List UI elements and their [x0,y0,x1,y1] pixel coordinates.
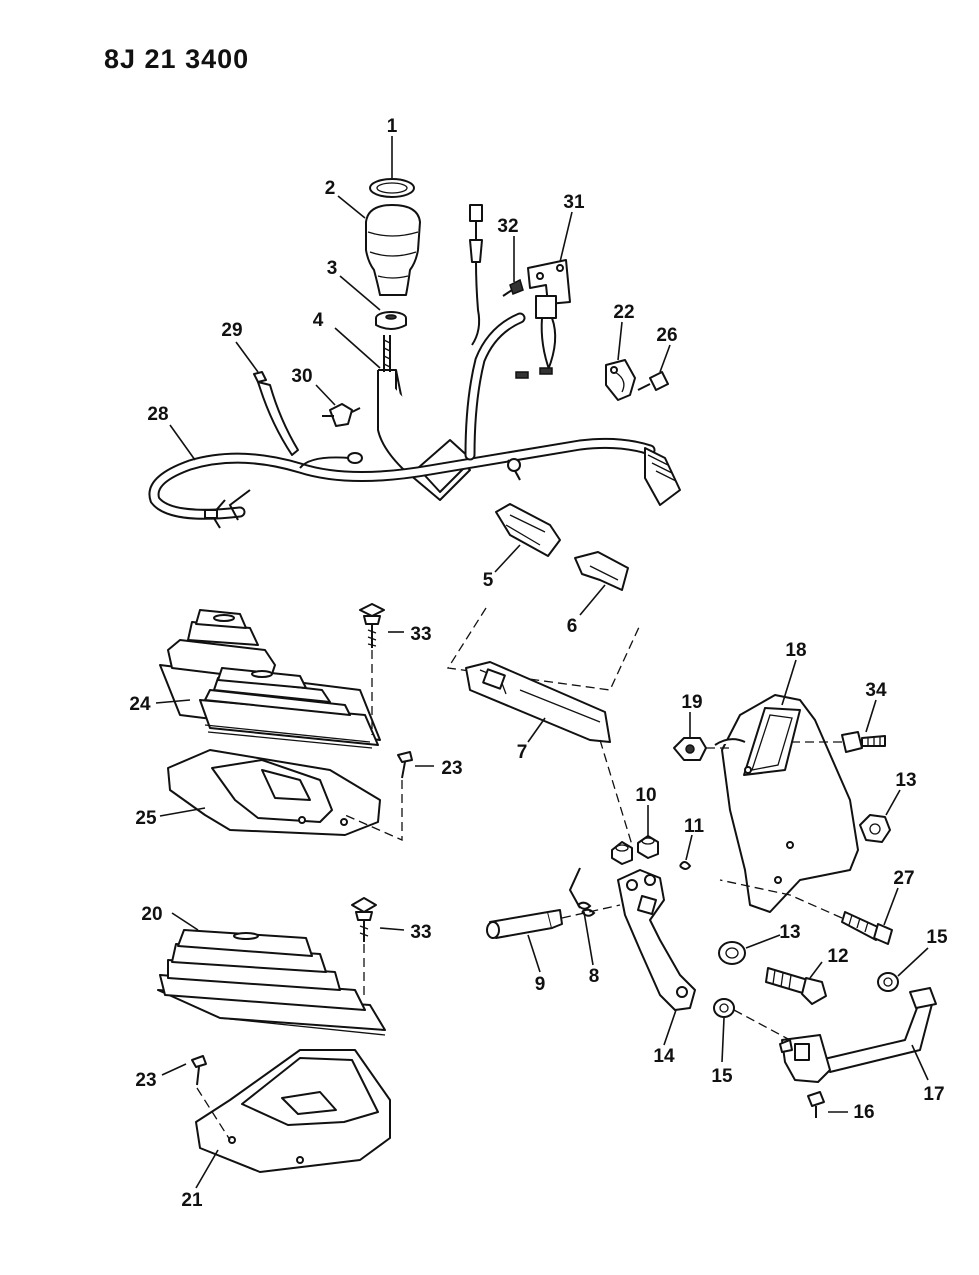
part-24-shift-boot [159,609,381,749]
callout-32: 32 [497,216,518,237]
callout-20: 20 [141,904,162,925]
callout-19: 19 [681,692,702,713]
part-32-screw [502,278,524,297]
part-19-nut [673,737,707,761]
part-9-pivot-pin [486,909,563,939]
part-33-screw-upper [359,603,385,648]
callout-30: 30 [291,366,312,387]
callout-4: 4 [313,310,324,331]
part-21-boot-plate [195,1049,391,1173]
part-7-shift-link [465,661,611,743]
part-29-tie-strap [253,371,299,456]
part-6-spring-clip [574,551,629,591]
part-17-shift-rod [779,987,937,1083]
callout-15-right: 15 [926,927,948,948]
callout-24: 24 [129,694,151,715]
callout-33-upper: 33 [410,624,431,645]
part-5-bracket-clip [495,503,561,557]
callout-23-lower: 23 [135,1070,156,1091]
callout-21: 21 [181,1190,203,1211]
callout-31: 31 [563,192,585,213]
callout-2: 2 [325,178,336,199]
callout-8: 8 [589,966,600,987]
callout-11: 11 [684,816,705,837]
callout-27: 27 [893,868,914,889]
part-2-shift-knob [365,204,421,296]
callout-3: 3 [327,258,338,279]
callout-29: 29 [221,320,242,341]
callout-16: 16 [853,1102,874,1123]
leader-lines [155,136,929,1189]
callout-33-lower: 33 [410,922,431,943]
part-27-bolt [841,911,893,945]
part-18-mounting-bracket [714,694,859,913]
part-11-clip-ring [679,861,692,870]
part-15-washer-right [877,972,899,992]
part-15-washer-left [713,998,735,1018]
part-3-jam-nut [375,311,407,330]
callout-17: 17 [923,1084,944,1105]
part-25-boot-plate [167,749,381,836]
callout-6: 6 [567,616,578,637]
callout-22: 22 [613,302,634,323]
part-13-nut-upper [859,814,891,843]
callout-18: 18 [785,640,806,661]
callout-34: 34 [865,680,887,701]
part-14-lever-arm [617,869,696,1011]
callout-9: 9 [535,974,546,995]
part-16-bolt [807,1091,825,1118]
part-10-bushings [611,835,659,865]
callout-1: 1 [387,116,398,137]
callout-13-upper: 13 [895,770,916,791]
part-22-clamp [605,359,636,401]
callout-14: 14 [653,1046,675,1067]
part-34-bolt [841,731,886,753]
callout-28: 28 [147,404,168,425]
part-12-stud [765,967,827,1005]
callout-25: 25 [135,808,157,829]
part-8-spring [568,867,596,917]
part-28-wiring-harness [148,312,681,529]
callout-15-left: 15 [711,1066,733,1087]
callout-26: 26 [656,325,677,346]
sensor-cable [469,204,483,346]
part-23-screw-lower [191,1055,207,1086]
part-1-knob-insert [369,178,415,198]
part-33-screw-lower [351,897,377,942]
callout-10: 10 [635,785,656,806]
callout-7: 7 [517,742,528,763]
document-code: 8J 21 3400 [104,44,250,74]
part-13-washer-middle [718,941,746,965]
callout-5: 5 [483,570,494,591]
part-26-bolt [637,371,669,391]
part-31-switch-bracket [515,259,571,379]
callout-12: 12 [827,946,848,967]
part-30-clip [322,403,361,427]
callout-13-middle: 13 [779,922,800,943]
callout-labels: 1 2 3 4 29 30 28 31 32 22 26 5 6 7 33 24… [129,116,948,1211]
callout-23-upper: 23 [441,758,462,779]
part-23-screw-upper [397,751,413,779]
part-20-shift-boot [157,929,386,1036]
